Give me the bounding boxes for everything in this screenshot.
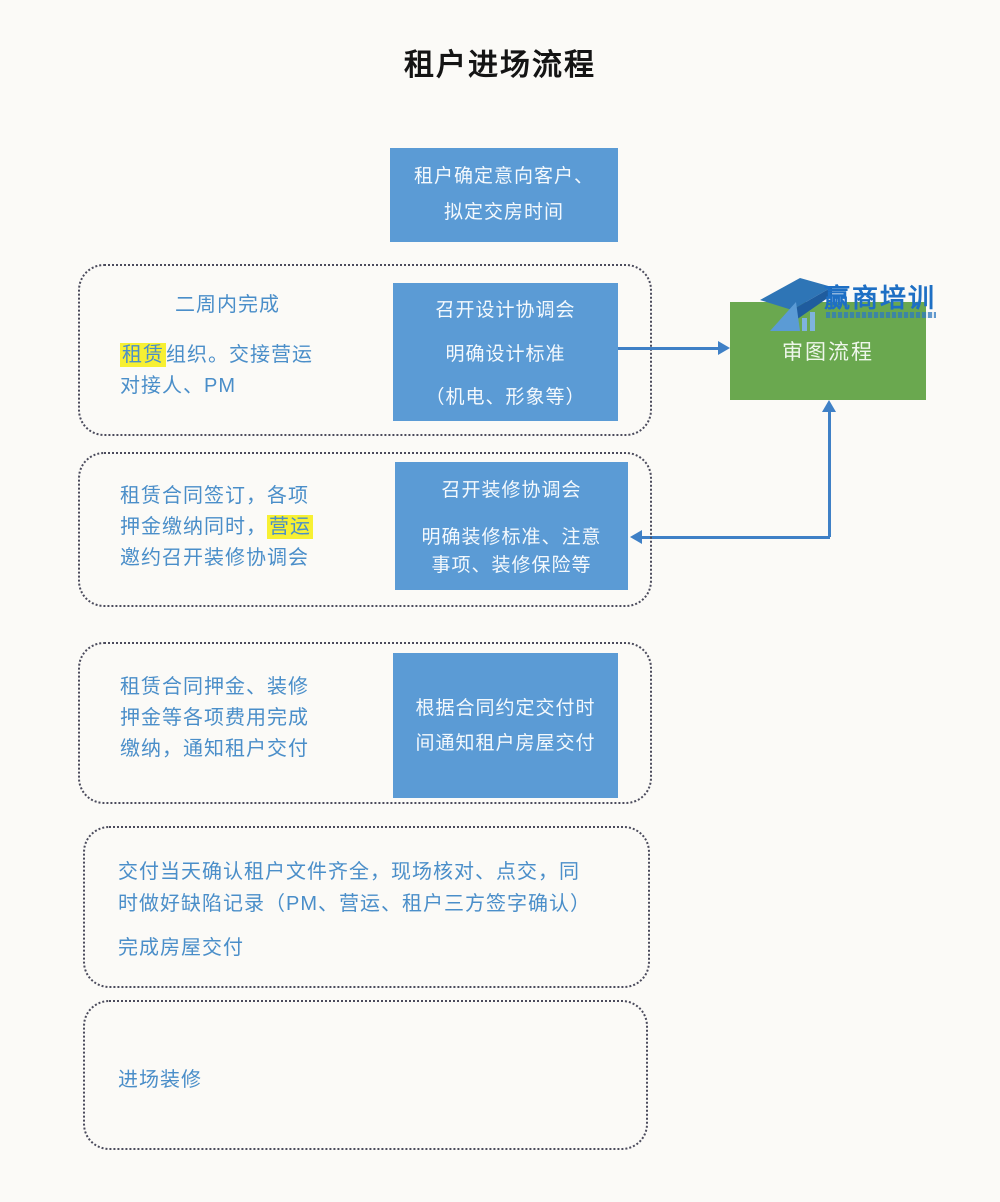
- stage3-note-line2: 押金等各项费用完成: [120, 707, 309, 729]
- fitout-meeting-line1: 召开装修协调会: [441, 480, 582, 501]
- stage1-note-line2-rest: 组织。交接营运: [166, 344, 313, 366]
- stage4-line2: 时做好缺陷记录（PM、营运、租户三方签字确认）: [118, 893, 591, 915]
- design-meeting-line3: （机电、形象等）: [425, 387, 586, 408]
- stage1-note-line3: 对接人、PM: [120, 375, 236, 397]
- connector-review-up-arrowhead: [822, 400, 836, 412]
- highlight-yingyun: 营运: [267, 515, 313, 539]
- logo-tagline: [826, 312, 936, 318]
- process-box-confirm-client-line2: 拟定交房时间: [443, 202, 564, 223]
- fitout-meeting-box: 召开装修协调会 明确装修标准、注意 事项、装修保险等: [395, 462, 628, 590]
- logo-icon: [760, 278, 832, 331]
- stage4-line1: 交付当天确认租户文件齐全，现场核对、点交，同: [118, 861, 580, 883]
- stage2-container: [78, 452, 652, 607]
- handover-notice-line1: 根据合同约定交付时: [415, 697, 596, 719]
- fitout-meeting-line2: 明确装修标准、注意: [421, 527, 602, 548]
- stage5-line1: 进场装修: [118, 1069, 202, 1091]
- stage1-container: [78, 264, 652, 436]
- page-title: 租户进场流程: [404, 49, 596, 82]
- stage2-note-line3: 邀约召开装修协调会: [120, 547, 309, 569]
- process-box-confirm-client: 租户确定意向客户、 拟定交房时间: [390, 148, 618, 242]
- review-process-label: 审图流程: [782, 341, 874, 364]
- process-box-confirm-client-line1: 租户确定意向客户、: [413, 166, 594, 187]
- review-process-box: 审图流程: [730, 302, 926, 400]
- stage3-note-line1: 租赁合同押金、装修: [120, 676, 309, 698]
- design-meeting-box: 召开设计协调会 明确设计标准 （机电、形象等）: [393, 283, 618, 421]
- stage4-container: [83, 826, 650, 988]
- stage2-note-line2-pre: 押金缴纳同时，: [120, 516, 267, 538]
- design-meeting-line2: 明确设计标准: [445, 343, 566, 365]
- design-meeting-line1: 召开设计协调会: [435, 300, 576, 321]
- arrow-design-to-review-head: [718, 341, 730, 355]
- handover-notice-box: 根据合同约定交付时 间通知租户房屋交付: [393, 653, 618, 798]
- stage5-container: [83, 1000, 648, 1150]
- stage3-container: [78, 642, 652, 804]
- connector-review-vertical-line: [828, 411, 831, 537]
- stage1-note-line2: 租赁组织。交接营运: [120, 338, 313, 367]
- stage2-note-line2: 押金缴纳同时，营运: [120, 510, 313, 539]
- logo-text: 赢商培训: [824, 283, 937, 313]
- arrow-design-to-review-line: [618, 347, 720, 350]
- connector-review-horizontal-line: [642, 536, 830, 539]
- highlight-zulin: 租赁: [120, 343, 166, 367]
- stage2-note-line1: 租赁合同签订，各项: [120, 485, 309, 507]
- handover-notice-line2: 间通知租户房屋交付: [415, 732, 596, 754]
- stage3-note-line3: 缴纳，通知租户交付: [120, 738, 309, 760]
- fitout-meeting-line3: 事项、装修保险等: [431, 555, 592, 576]
- stage4-line3: 完成房屋交付: [118, 937, 244, 959]
- connector-review-left-arrowhead: [630, 530, 642, 544]
- stage1-note-line1: 二周内完成: [175, 294, 280, 316]
